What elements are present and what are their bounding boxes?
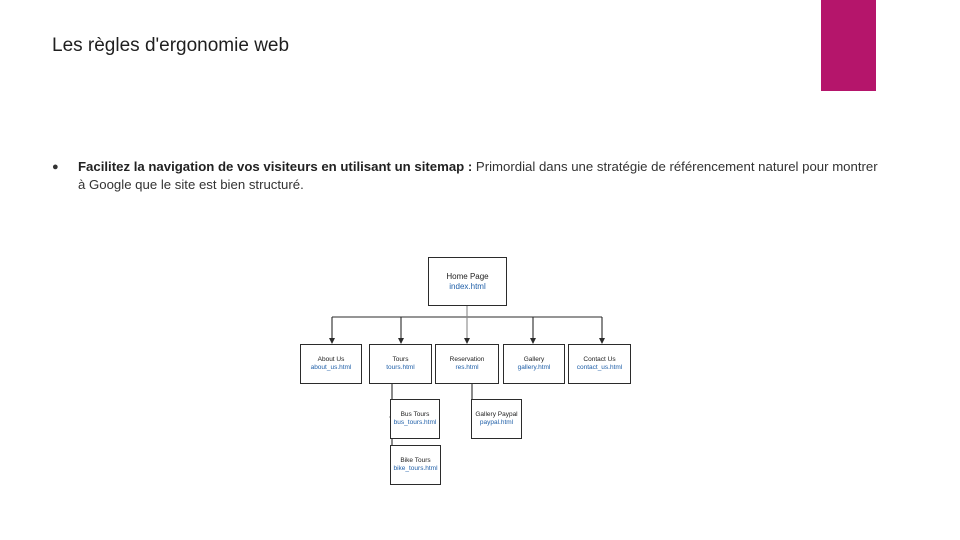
bullet-text: Primordial dans une stratégie de référen… (78, 159, 878, 192)
bullet-list: ● Facilitez la navigation de vos visiteu… (52, 158, 882, 194)
node-title: Bus Tours (400, 411, 430, 418)
node-file: bike_tours.html (393, 465, 438, 472)
bullet-bold-text: Facilitez la navigation de vos visiteurs… (78, 159, 473, 174)
node-title: Contact Us (583, 356, 616, 363)
sitemap-node-tours: Tours tours.html (369, 344, 432, 384)
node-title: Reservation (449, 356, 485, 363)
node-title: Gallery (523, 356, 545, 363)
node-title: Tours (392, 356, 409, 363)
node-file: gallery.html (517, 364, 551, 371)
node-title: About Us (317, 356, 345, 363)
sitemap-node-bike-tours: Bike Tours bike_tours.html (390, 445, 441, 485)
slide-title: Les règles d'ergonomie web (52, 35, 290, 56)
node-file: tours.html (386, 364, 415, 371)
sitemap-node-gallery-paypal: Gallery Paypal paypal.html (471, 399, 522, 439)
node-file: paypal.html (479, 419, 514, 426)
sitemap-diagram: Home Page index.html About Us about_us.h… (298, 255, 638, 490)
node-file: bus_tours.html (393, 419, 437, 426)
node-title: Bike Tours (400, 457, 431, 464)
sitemap-node-bus-tours: Bus Tours bus_tours.html (390, 399, 440, 439)
node-title: Home Page (446, 271, 489, 281)
sitemap-node-contact: Contact Us contact_us.html (568, 344, 631, 384)
node-file: index.html (449, 281, 486, 291)
node-file: res.html (455, 364, 479, 371)
sitemap-node-about: About Us about_us.html (300, 344, 362, 384)
node-file: contact_us.html (576, 364, 623, 371)
sitemap-node-home: Home Page index.html (428, 257, 507, 306)
node-title: Gallery Paypal (475, 411, 518, 418)
accent-bar (821, 0, 876, 91)
node-file: about_us.html (310, 364, 352, 371)
bullet-dot-icon: ● (52, 161, 59, 173)
sitemap-node-reservation: Reservation res.html (435, 344, 499, 384)
sitemap-node-gallery: Gallery gallery.html (503, 344, 565, 384)
bullet-item: ● Facilitez la navigation de vos visiteu… (52, 158, 882, 194)
